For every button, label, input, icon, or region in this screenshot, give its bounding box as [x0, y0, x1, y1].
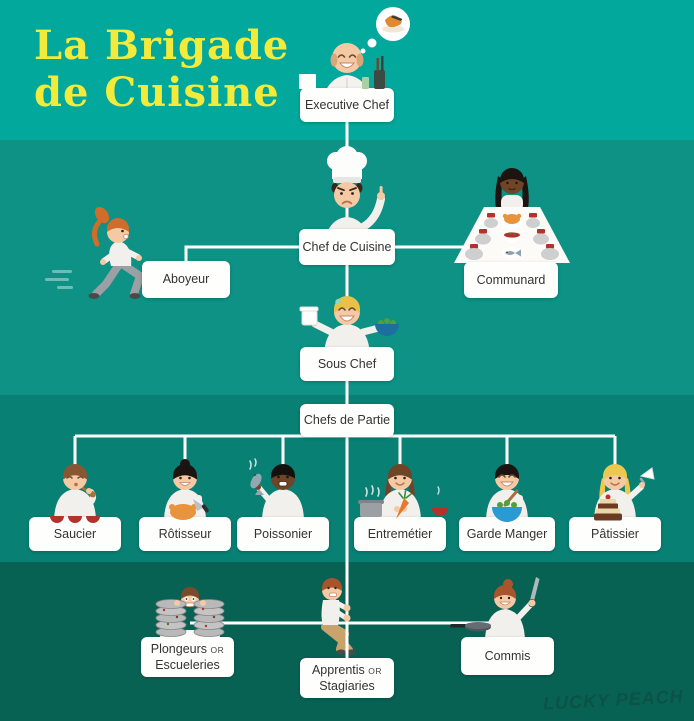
node-label: Executive Chef: [304, 97, 390, 112]
node-rotisseur: Rôtisseur: [139, 517, 231, 551]
node-garde-manger: Garde Manger: [459, 517, 555, 551]
node-chefs-de-partie: Chefs de Partie: [300, 404, 394, 437]
node-poissonier: Poissonier: [237, 517, 329, 551]
title-line-1: La Brigade: [34, 22, 290, 69]
node-apprentis: Apprentis or Stagiaries: [300, 658, 394, 698]
commis-illustration: [485, 577, 540, 640]
node-label-alt: Escueleries: [155, 658, 220, 672]
communard-illustration: [454, 168, 570, 263]
sous-chef-illustration: [299, 296, 399, 356]
node-sous-chef: Sous Chef: [300, 347, 394, 381]
saucier-illustration: [54, 464, 97, 520]
page-title: La Brigade de Cuisine: [34, 22, 289, 116]
node-label: Communard: [476, 272, 546, 287]
node-commis: Commis: [461, 637, 554, 675]
node-label: Saucier: [53, 526, 97, 541]
node-label: Chefs de Partie: [303, 413, 391, 428]
node-executive-chef: Executive Chef: [300, 88, 394, 122]
node-label-or: or: [210, 644, 225, 655]
patissier-illustration: [594, 464, 655, 520]
node-label: Aboyeur: [162, 272, 210, 287]
apprenti-illustration: [321, 578, 356, 655]
node-label: Apprentis or: [312, 662, 382, 678]
node-label: Garde Manger: [466, 526, 548, 541]
node-label-or: or: [368, 665, 383, 676]
node-label: Poissonier: [253, 526, 313, 541]
node-label: Sous Chef: [317, 356, 377, 371]
node-plongeurs: Plongeurs or Escueleries: [141, 637, 234, 677]
node-label-main: Plongeurs: [150, 641, 208, 656]
poissonier-illustration: [249, 458, 304, 520]
node-label-alt: Stagiaries: [319, 679, 375, 693]
node-communard: Communard: [464, 262, 558, 298]
title-line-2: de Cuisine: [34, 69, 280, 117]
node-label: Rôtisseur: [158, 526, 212, 541]
node-aboyeur: Aboyeur: [142, 261, 230, 298]
node-saucier: Saucier: [29, 517, 121, 551]
entremetier-illustration: [379, 464, 421, 520]
garde-manger-illustration: [486, 464, 528, 520]
node-chef-de-cuisine: Chef de Cuisine: [299, 229, 395, 265]
node-entremetier: Entremétier: [354, 517, 446, 551]
aboyeur-illustration: [45, 206, 144, 299]
node-label: Plongeurs or: [151, 641, 225, 657]
rotisseur-illustration: [164, 459, 206, 520]
node-label: Commis: [484, 648, 531, 663]
node-label: Chef de Cuisine: [302, 239, 392, 254]
node-label-main: Apprentis: [311, 662, 365, 677]
plongeur-illustration: [181, 587, 199, 607]
node-label: Entremétier: [367, 526, 433, 541]
node-patissier: Pâtissier: [569, 517, 661, 551]
node-label: Pâtissier: [591, 526, 639, 541]
